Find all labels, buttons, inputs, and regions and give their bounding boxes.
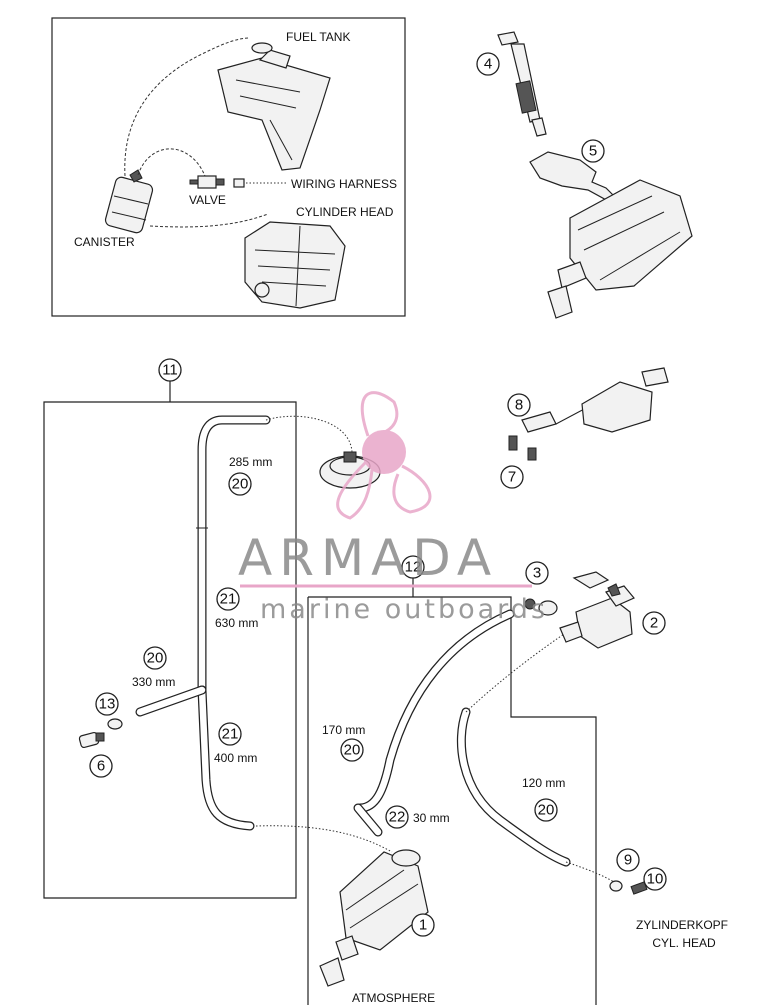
fitting-6-part [78, 731, 105, 749]
tank-to-canister-line [124, 37, 251, 177]
fuel-cap-icon [251, 42, 273, 54]
bracket-assembly-top: 4 5 [476, 31, 693, 319]
hose-length-330: 330 mm [132, 675, 175, 689]
label-cyl-head: CYL. HEAD [652, 936, 716, 950]
label-cylinder-head: CYLINDER HEAD [296, 205, 394, 219]
hose-length-120: 120 mm [522, 776, 565, 790]
callout-22: 22 [389, 809, 406, 826]
group-box-11 [43, 378, 297, 899]
callout-20-b: 20 [147, 650, 164, 667]
canister-illustration [104, 169, 154, 234]
hose-spec-400: 21 400 mm [214, 722, 257, 765]
fuel-tank-illustration [217, 42, 331, 171]
svg-text:10: 10 [647, 871, 664, 888]
callout-11: 11 [158, 358, 182, 382]
armada-watermark: ARMADA marine outboards [238, 529, 548, 625]
callout-8: 8 [507, 393, 531, 417]
canister-to-valve-line [137, 148, 206, 177]
large-canister-illustration [547, 179, 693, 319]
label-wiring-harness: WIRING HARNESS [291, 177, 397, 191]
callout-6: 6 [89, 754, 113, 778]
callout-3: 3 [525, 561, 549, 585]
armada-propeller-logo [336, 391, 432, 520]
hose-assembly-11 [135, 415, 271, 831]
label-valve: VALVE [189, 193, 226, 207]
svg-text:4: 4 [484, 56, 492, 73]
callout-10: 10 [643, 867, 667, 891]
hose-spec-30: 22 30 mm [385, 805, 450, 829]
hose-spec-330: 20 330 mm [132, 646, 175, 689]
head-dotted-line [565, 861, 615, 883]
callout-9: 9 [616, 848, 640, 872]
callout-1: 1 [411, 913, 435, 937]
hose-length-30: 30 mm [413, 811, 450, 825]
canister-part [319, 849, 429, 987]
callout-21-b: 21 [222, 726, 239, 743]
label-canister: CANISTER [74, 235, 135, 249]
svg-text:3: 3 [533, 565, 541, 582]
hose-spec-285: 285 mm 20 [228, 455, 272, 496]
hose-spec-630: 21 630 mm [215, 587, 258, 630]
svg-text:11: 11 [162, 362, 178, 379]
callout-7: 7 [500, 465, 524, 489]
connector-part [524, 598, 558, 616]
svg-text:8: 8 [515, 397, 523, 414]
hose-length-170: 170 mm [322, 723, 365, 737]
watermark-tagline: marine outboards [260, 594, 548, 625]
screws-7-part [508, 435, 537, 461]
callout-12: 12 [401, 555, 425, 579]
valve-part [559, 583, 635, 649]
hose-spec-120: 120 mm 20 [522, 776, 565, 822]
svg-text:5: 5 [589, 143, 597, 160]
svg-text:9: 9 [624, 852, 632, 869]
hose-spec-170: 170 mm 20 [322, 723, 365, 762]
valve-illustration [189, 175, 245, 189]
hose-length-400: 400 mm [214, 751, 257, 765]
callout-5: 5 [581, 139, 605, 163]
callout-20-d: 20 [538, 802, 555, 819]
callout-13: 13 [95, 692, 119, 716]
callout-4: 4 [476, 52, 500, 76]
hose-assembly-12 [353, 609, 571, 867]
svg-text:13: 13 [99, 696, 116, 713]
label-atmosphere: ATMOSPHERE [352, 991, 435, 1005]
svg-text:2: 2 [650, 615, 658, 632]
tank-dotted-line [265, 415, 353, 453]
cylinder-head-illustration [244, 221, 346, 309]
callout-2: 2 [642, 611, 666, 635]
bracket-8-part [521, 367, 669, 433]
tie-strap-part [497, 31, 547, 137]
hose-length-285: 285 mm [229, 455, 272, 469]
valve-dotted-line [465, 629, 571, 713]
svg-text:12: 12 [405, 559, 422, 576]
svg-text:1: 1 [419, 917, 427, 934]
overview-frame [51, 17, 406, 317]
clamp-13-part [107, 718, 123, 730]
label-zylinderkopf: ZYLINDERKOPF [636, 918, 728, 932]
canister-to-head-line [149, 213, 269, 228]
callout-20-c: 20 [344, 742, 361, 759]
callout-21-a: 21 [220, 591, 237, 608]
hose-length-630: 630 mm [215, 616, 258, 630]
svg-text:6: 6 [97, 758, 105, 775]
label-fuel-tank: FUEL TANK [286, 30, 350, 44]
overview-inset: FUEL TANK WIRING HARNESS VALVE CYLINDER … [51, 17, 406, 317]
svg-text:7: 7 [508, 469, 516, 486]
clamp-9-part [609, 880, 623, 892]
valve-bracket-part [572, 571, 610, 589]
watermark-brand: ARMADA [238, 529, 498, 587]
bracket-part [529, 151, 617, 203]
callout-20-a: 20 [232, 476, 249, 493]
